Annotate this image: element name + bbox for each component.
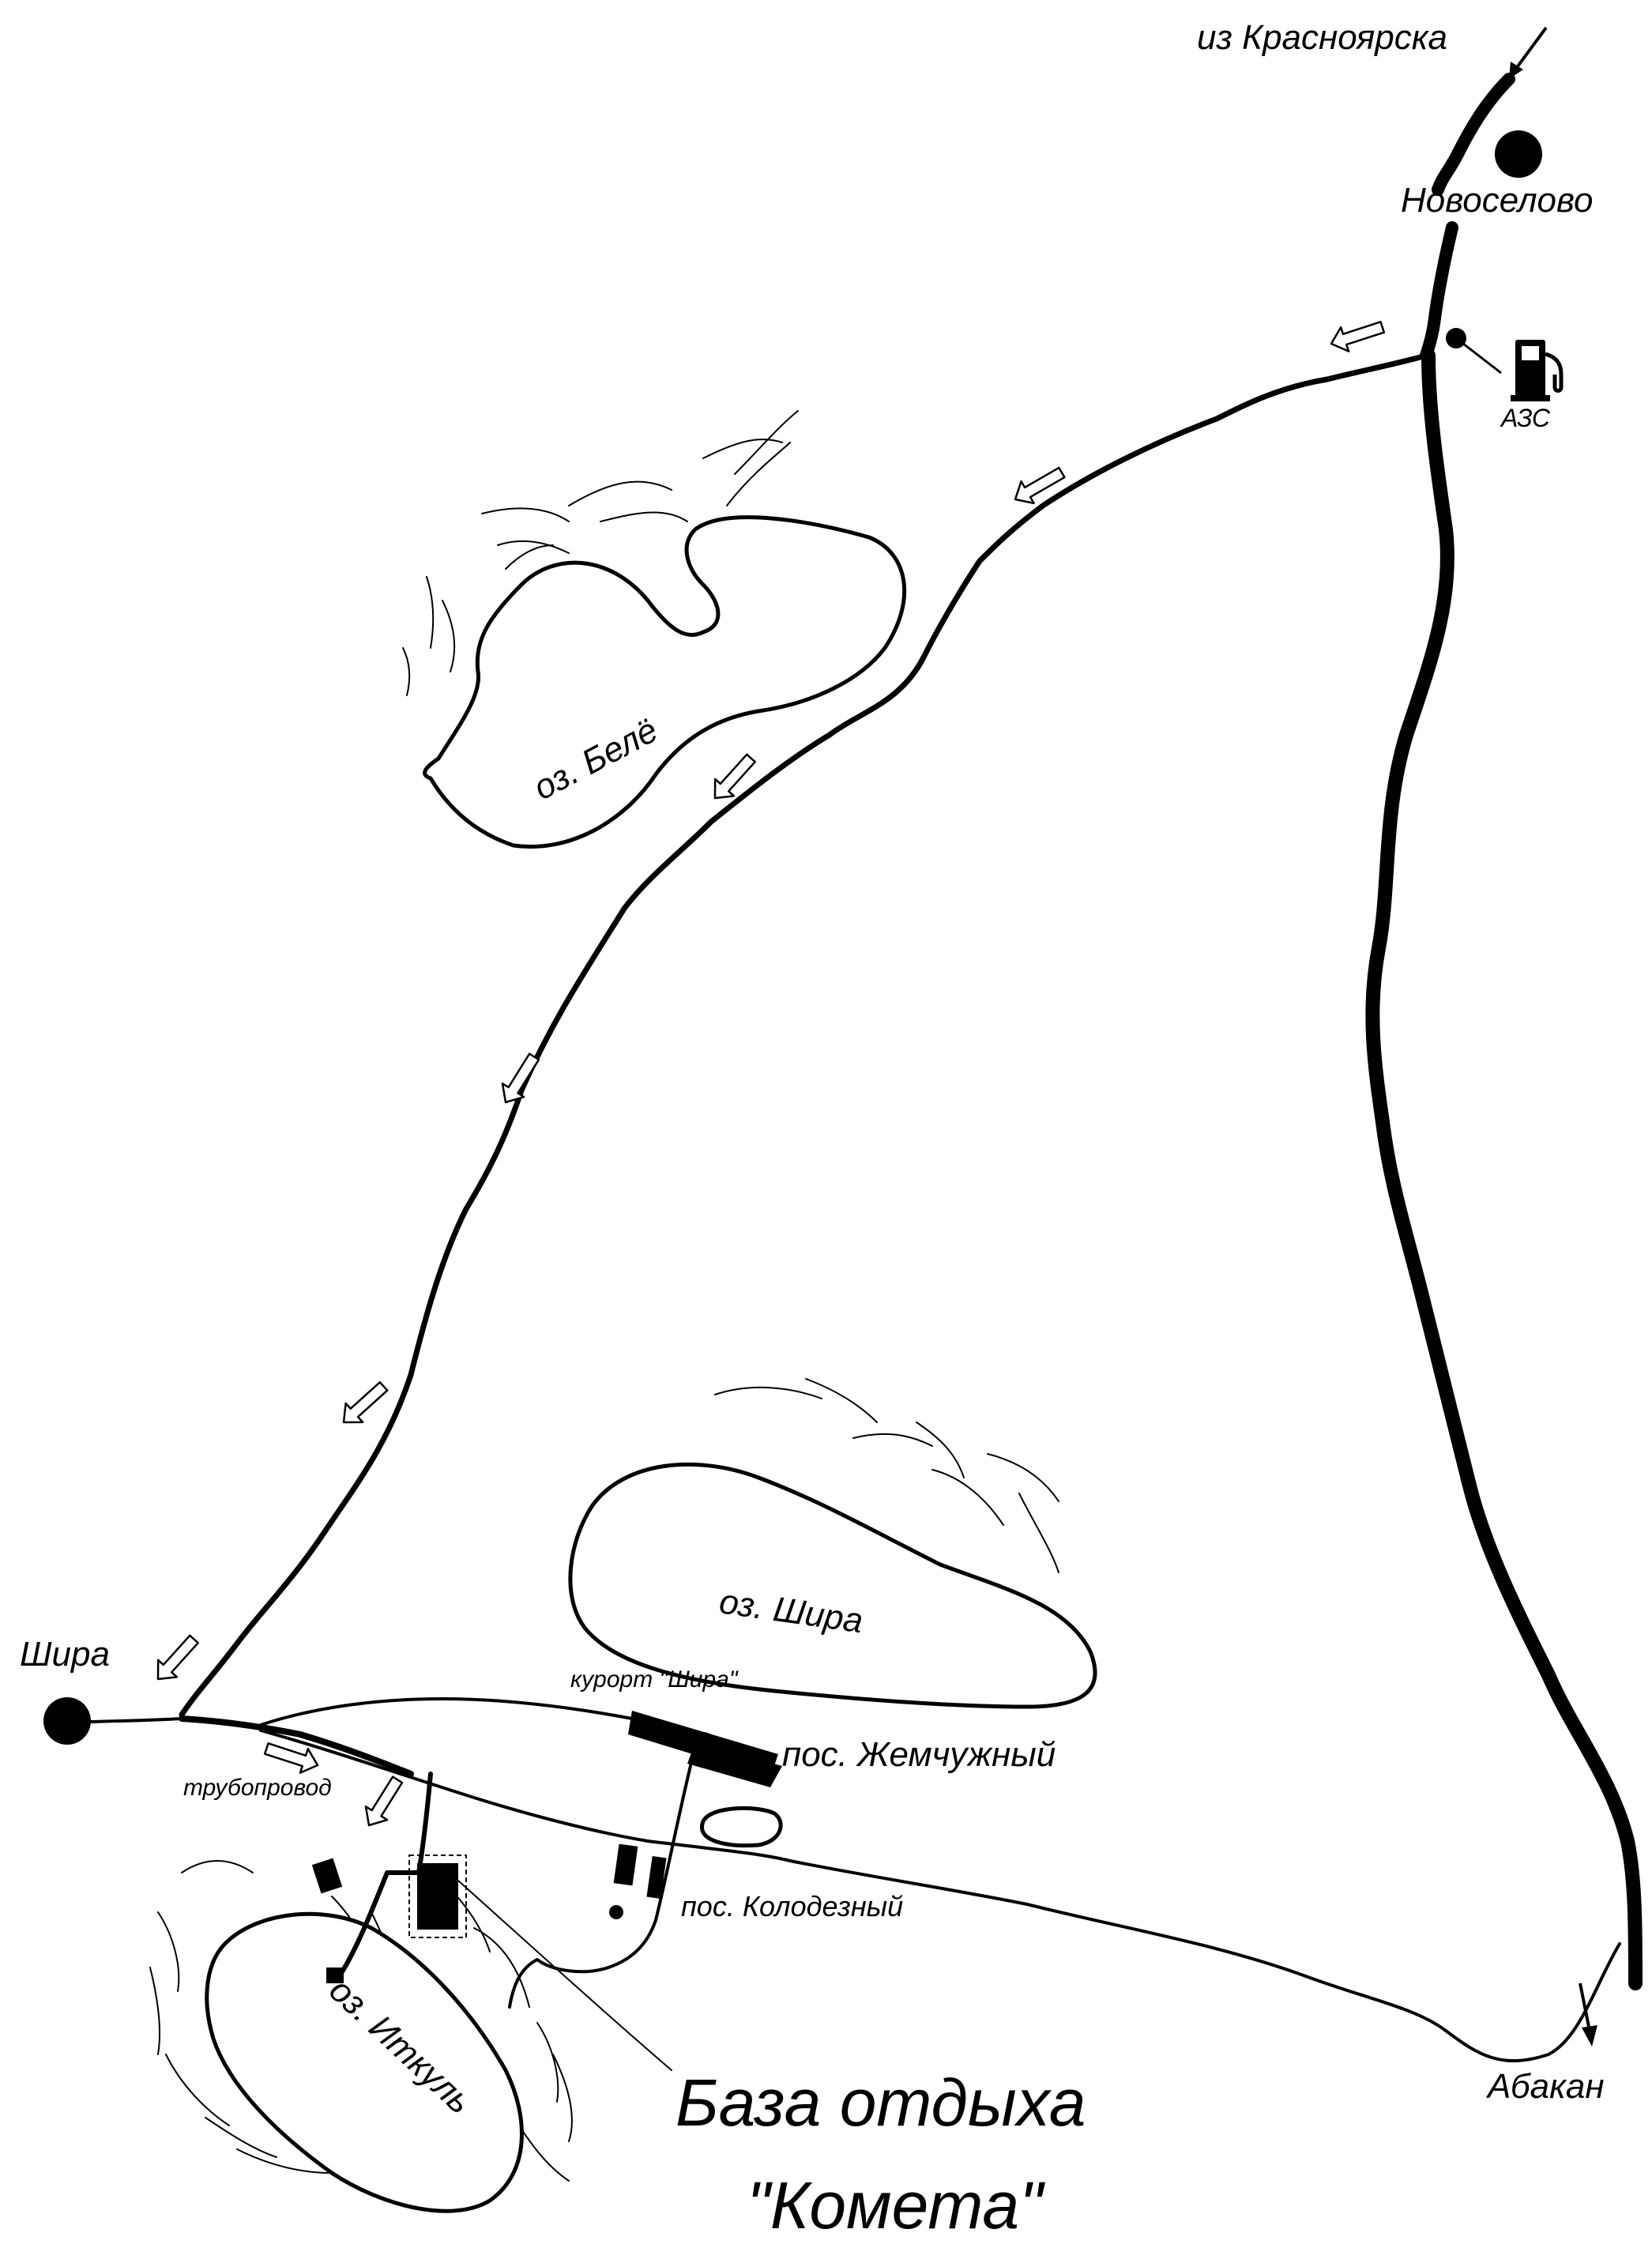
destination-label: Абакан — [1485, 2067, 1605, 2106]
kolodezny-label: пос. Колодезный — [681, 1890, 903, 1922]
route-arrow — [713, 753, 756, 800]
route-arrow — [156, 1634, 199, 1681]
lake-bele-shore — [423, 515, 907, 849]
route-arrow — [263, 1742, 319, 1774]
small-pond — [699, 1806, 783, 1848]
arrow-from-krasnoyarsk — [1509, 26, 1548, 79]
base-name-line2: "Комета" — [747, 2168, 1045, 2242]
lake-itkul-shore — [205, 1911, 524, 2213]
lake-shira: оз. Шира — [568, 1462, 1097, 1709]
resort-label: курорт "Шира" — [570, 1666, 739, 1693]
shira-dot — [43, 1697, 91, 1745]
base-buildings — [311, 1855, 467, 1983]
main-route-to-shira — [179, 352, 1429, 1718]
route-arrow — [501, 1052, 540, 1104]
arrow-to-abakan — [1579, 1983, 1597, 2047]
novoselovo-dot — [1495, 130, 1542, 178]
zhemchuzhny-label: пос. Жемчужный — [782, 1735, 1056, 1774]
route-arrow — [1014, 466, 1066, 505]
road-from-krasnoyarsk — [1432, 73, 1515, 196]
fuel-station-label: АЗС — [1500, 404, 1551, 432]
road-to-zhemchuzhny — [259, 1697, 634, 1726]
highway-to-abakan — [1365, 348, 1643, 1990]
route-arrow — [1330, 321, 1386, 352]
base-name-line1: База отдыха — [675, 2065, 1086, 2140]
novoselovo-label: Новоселово — [1401, 181, 1593, 220]
lake-itkul: оз. Иткуль — [205, 1911, 524, 2213]
direction-arrows — [156, 26, 1597, 2047]
kolodezny-buildings — [609, 1843, 667, 1919]
pipeline-label: трубопровод — [183, 1775, 332, 1801]
resort-shira-marker — [628, 1711, 782, 1787]
lake-bele: оз. Белё — [423, 515, 907, 849]
road-shira-to-base — [179, 1715, 414, 1777]
route-arrow — [342, 1381, 389, 1424]
road-novoselovo-south — [1420, 221, 1458, 362]
fuel-station-pointer — [1455, 337, 1502, 375]
fuel-pump-icon — [1511, 340, 1564, 401]
road-zhemchuzhny-kolodezny — [508, 1745, 697, 2009]
lake-shira-shore — [568, 1462, 1097, 1709]
origin-label: из Красноярска — [1197, 18, 1447, 57]
shira-label: Шира — [20, 1635, 110, 1674]
route-arrow — [364, 1775, 404, 1827]
road-kolodezny — [259, 1729, 1621, 2062]
base-pointer-line — [457, 1880, 672, 2071]
